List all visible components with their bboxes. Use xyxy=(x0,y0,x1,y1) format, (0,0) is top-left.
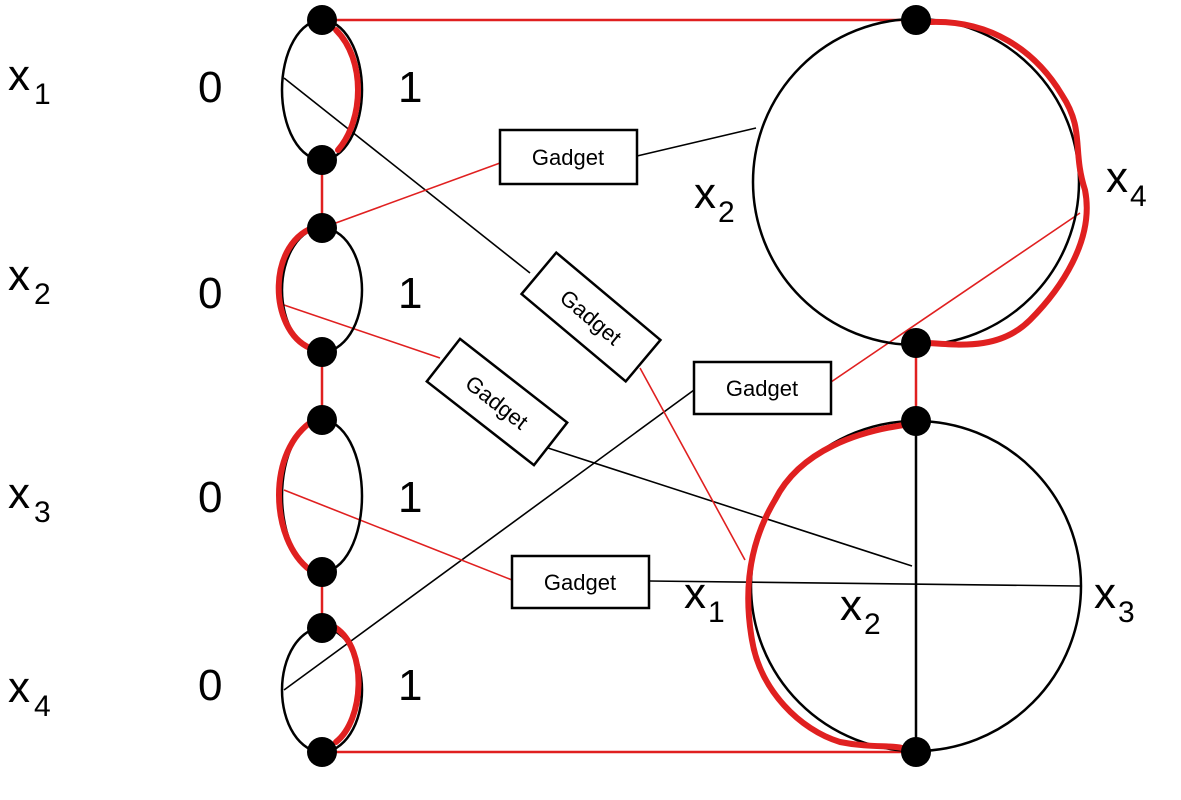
bottom-circle-label-x3: x3 xyxy=(1094,569,1135,629)
vertex xyxy=(307,405,337,435)
vertex xyxy=(307,145,337,175)
vertex xyxy=(901,737,931,767)
gadget-label: Gadget xyxy=(532,145,604,170)
conn-x2-gadget-top xyxy=(321,162,501,229)
top-circle xyxy=(751,17,1081,347)
vertex xyxy=(307,557,337,587)
bit-zero-x2: 0 xyxy=(198,269,222,318)
tour-bottom-circle-left xyxy=(745,421,915,751)
bit-one-x1: 1 xyxy=(398,63,422,112)
tour-highlight xyxy=(275,18,1090,751)
gadget-label: Gadget xyxy=(544,570,616,595)
conn-gadget-center xyxy=(547,447,913,567)
conn-gadget-horizontal xyxy=(648,580,1081,587)
bit-one-x2: 1 xyxy=(398,269,422,318)
circle-labels: x2 x4 x1 x2 x3 xyxy=(684,153,1147,641)
vertex xyxy=(901,406,931,436)
vertex xyxy=(307,5,337,35)
black-connections xyxy=(283,77,1081,691)
top-circle-label-x2: x2 xyxy=(694,169,735,229)
gadget-label: Gadget xyxy=(726,376,798,401)
loop-x1 xyxy=(280,18,364,162)
gadget-top: Gadget xyxy=(498,128,639,186)
conn-gadget-top-circle-right xyxy=(830,212,1081,383)
conn-x3-gadget xyxy=(283,489,513,581)
gadget-rotated-lower: Gadget xyxy=(425,337,569,467)
bottom-circle-label-x2: x2 xyxy=(840,581,881,641)
bit-zero-x4: 0 xyxy=(198,661,222,710)
tour-x2-left xyxy=(275,223,321,351)
vertex xyxy=(307,213,337,243)
tour-x3-left xyxy=(276,417,317,573)
bit-one-x4: 1 xyxy=(398,661,422,710)
conn-x1-gadget xyxy=(283,77,531,274)
bit-zero-x3: 0 xyxy=(198,473,222,522)
vertex xyxy=(901,328,931,358)
gadget-bottom: Gadget xyxy=(510,554,651,610)
conn-x4-gadget xyxy=(283,389,695,691)
bit-labels: 0 1 0 1 0 1 0 1 xyxy=(198,63,422,710)
tour-x4-right xyxy=(333,625,362,745)
vertex xyxy=(307,737,337,767)
tour-x1-right xyxy=(333,27,361,153)
bit-zero-x1: 0 xyxy=(198,63,222,112)
conn-gadget-top-circle xyxy=(636,127,757,157)
top-circle-label-x4: x4 xyxy=(1106,153,1147,213)
bottom-circle-label-x1: x1 xyxy=(684,569,725,629)
vertex xyxy=(307,337,337,367)
vertices xyxy=(307,5,931,767)
vertex xyxy=(901,5,931,35)
conn-gadget-circle-left xyxy=(639,367,746,561)
tour-top-circle-right xyxy=(925,18,1090,348)
conn-x2-gadget-mid xyxy=(283,304,441,359)
gadget-rotated-upper: Gadget xyxy=(519,250,663,384)
bit-one-x3: 1 xyxy=(398,473,422,522)
gadget-right: Gadget xyxy=(692,360,833,416)
red-connections xyxy=(283,162,1081,581)
vertex xyxy=(307,613,337,643)
